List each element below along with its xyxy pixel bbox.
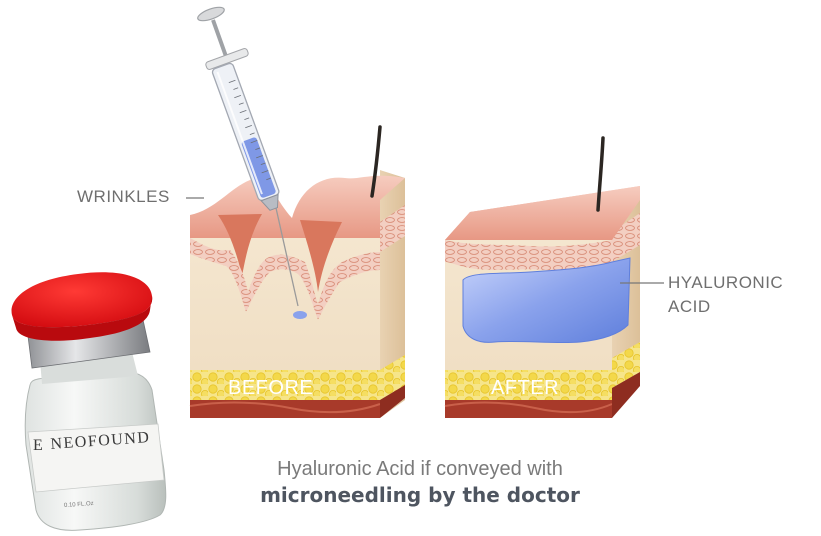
caption: Hyaluronic Acid if conveyed with microne… <box>200 456 640 508</box>
wrinkles-label: WRINKLES <box>77 187 170 207</box>
syringe-icon <box>196 5 284 213</box>
caption-line2: microneedling by the doctor <box>200 482 640 508</box>
vial-brand-prefix: E <box>33 437 44 455</box>
before-label: BEFORE <box>228 377 313 400</box>
after-label: AFTER <box>491 377 559 400</box>
vial-icon <box>12 272 166 530</box>
after-skin-block <box>445 138 640 418</box>
caption-line1: Hyaluronic Acid if conveyed with <box>277 458 563 480</box>
before-skin-block <box>190 127 405 418</box>
hyaluronic-acid-label-line1: HYALURONIC <box>668 273 783 293</box>
hyaluronic-acid-label-line2: ACID <box>668 297 711 317</box>
